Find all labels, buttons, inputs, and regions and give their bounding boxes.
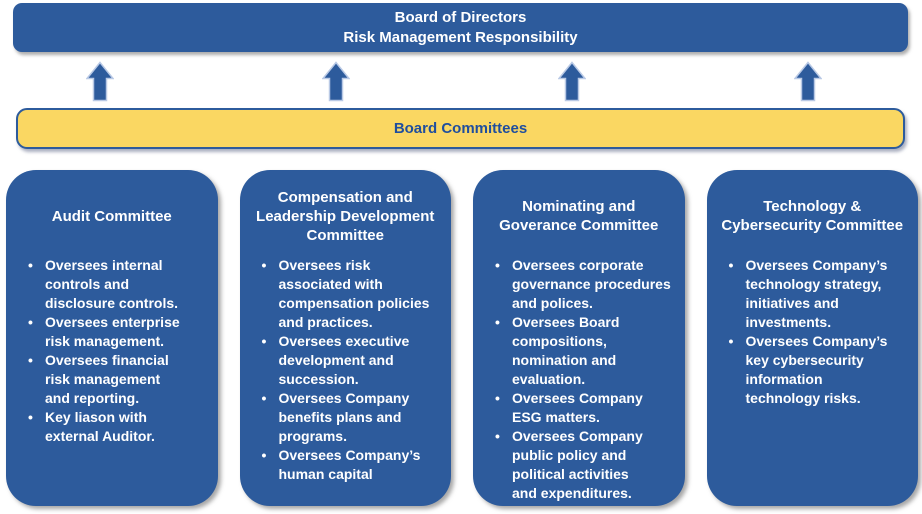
committee-title: Technology & Cybersecurity Committee [721, 198, 904, 234]
board-committees-label: Board Committees [393, 120, 528, 137]
committee-box-audit: Audit Committee Oversees internal contro… [6, 170, 218, 506]
committee-box-technology: Technology & Cybersecurity Committee Ove… [706, 170, 918, 506]
bullet-item: Oversees risk associated with compensati… [262, 256, 442, 332]
bullet-item: Oversees executive development and succe… [262, 332, 442, 389]
committee-bullet-list: Oversees Company’s technology strategy, … [717, 256, 909, 408]
up-arrow-icon [558, 61, 586, 102]
board-of-directors-box: Board of Directors Risk Management Respo… [13, 3, 908, 52]
bullet-item: Oversees Company’s human capital [262, 446, 442, 484]
committee-boxes-row: Audit Committee Oversees internal contro… [6, 170, 918, 506]
board-title-line2: Risk Management Responsibility [343, 28, 578, 46]
board-committees-bar: Board Committees [16, 108, 905, 149]
committee-title: Compensation and Leadership Development … [256, 188, 435, 244]
bullet-item: Oversees enterprise risk management. [28, 313, 208, 351]
committee-bullet-list: Oversees internal controls and disclosur… [16, 256, 208, 446]
committee-box-nominating: Nominating and Goverance Committee Overs… [473, 170, 685, 506]
bullet-item: Oversees Company public policy and polit… [495, 427, 675, 503]
up-arrow-icon [86, 61, 114, 102]
bullet-item: Key liason with external Auditor. [28, 408, 208, 446]
committee-title: Audit Committee [51, 207, 172, 225]
up-arrow-icon [322, 61, 350, 102]
committee-bullet-list: Oversees corporate governance procedures… [483, 256, 675, 503]
committee-title: Nominating and Goverance Committee [499, 198, 659, 234]
bullet-item: Oversees corporate governance procedures… [495, 256, 675, 313]
board-title-line1: Board of Directors [394, 8, 527, 26]
bullet-item: Oversees Company’s technology strategy, … [729, 256, 909, 332]
up-arrow-icon [794, 61, 822, 102]
committee-box-compensation: Compensation and Leadership Development … [239, 170, 451, 506]
committee-bullet-list: Oversees risk associated with compensati… [250, 256, 442, 484]
bullet-item: Oversees internal controls and disclosur… [28, 256, 208, 313]
bullet-item: Oversees Company ESG matters. [495, 389, 675, 427]
bullet-item: Oversees Board compositions, nomination … [495, 313, 675, 389]
bullet-item: Oversees Company benefits plans and prog… [262, 389, 442, 446]
bullet-item: Oversees financial risk management and r… [28, 351, 208, 408]
bullet-item: Oversees Company’s key cybersecurity inf… [729, 332, 909, 408]
